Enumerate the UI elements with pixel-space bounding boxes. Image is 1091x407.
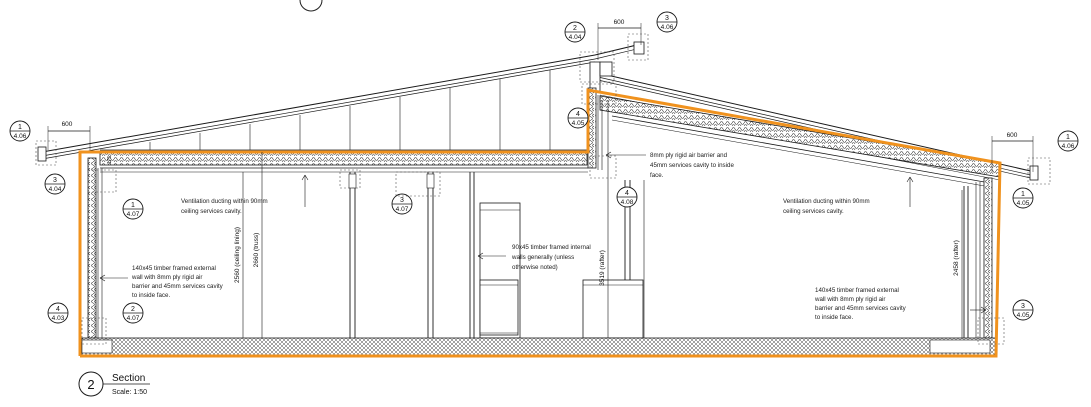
detail-tag: 14.06 bbox=[1057, 130, 1079, 152]
detail-tag-sheet: 4.05 bbox=[572, 120, 585, 127]
note-int-walls-2: walls generally (unless bbox=[511, 254, 574, 261]
note-ext-wall-left-4: to inside face. bbox=[132, 292, 170, 299]
dim-rafter-right-text: 2458 (rafter) bbox=[953, 240, 960, 276]
left-external-wall bbox=[87, 157, 97, 339]
note-ext-wall-right-4: to inside face. bbox=[815, 314, 853, 321]
detail-tag-number: 2 bbox=[573, 25, 577, 32]
section-title: Section bbox=[112, 373, 145, 384]
detail-tag-sheet: 4.06 bbox=[14, 133, 27, 140]
cropped-marker bbox=[299, 0, 323, 12]
detail-tag-number: 4 bbox=[56, 306, 60, 313]
detail-tag-sheet: 4.03 bbox=[52, 315, 65, 322]
section-title-block: 2 Section Scale: 1:50 bbox=[78, 371, 150, 397]
detail-tag-number: 1 bbox=[1066, 134, 1070, 141]
dimension-truss: 2660 (truss) bbox=[253, 152, 263, 338]
right-external-wall bbox=[983, 177, 993, 339]
detail-tag: 34.04 bbox=[44, 173, 66, 195]
detail-tag-sheet: 4.08 bbox=[621, 199, 634, 206]
note-ext-wall-right-1: 140x45 timber framed external bbox=[815, 287, 899, 294]
detail-tag: 34.07 bbox=[391, 193, 413, 215]
detail-tag-sheet: 4.05 bbox=[1017, 312, 1030, 319]
detail-tag-number: 3 bbox=[400, 197, 404, 204]
detail-tag: 34.06 bbox=[656, 11, 678, 33]
note-int-walls-3: otherwise noted) bbox=[512, 264, 558, 271]
dim-truss-text: 2660 (truss) bbox=[253, 233, 260, 268]
dim-left-eave-text: 600 bbox=[62, 121, 73, 128]
detail-tags: 14.0634.0414.0724.0744.0334.0724.0434.06… bbox=[9, 11, 1079, 324]
detail-tag-number: 2 bbox=[131, 306, 135, 313]
dim-small-mark: 175 bbox=[107, 156, 113, 165]
dim-ridge-eave-text: 600 bbox=[614, 19, 625, 26]
detail-tag-number: 1 bbox=[18, 124, 22, 131]
note-ext-wall-left-3: barrier and 45mm services cavity bbox=[132, 283, 224, 290]
note-vent-left-1: Ventilation ducting within 90mm bbox=[181, 198, 268, 205]
note-int-walls-1: 90x45 timber framed internal bbox=[512, 244, 591, 251]
dimension-ceiling-lining: 2560 (ceiling lining) bbox=[234, 172, 244, 338]
dimension-rafter-right: 2458 (rafter) bbox=[953, 190, 963, 338]
note-ext-wall-right-2: wall with 8mm ply rigid air bbox=[814, 296, 886, 303]
detail-tag-sheet: 4.06 bbox=[1062, 143, 1075, 150]
detail-tag: 14.06 bbox=[9, 120, 31, 142]
dim-right-eave-text: 600 bbox=[1007, 132, 1018, 139]
note-ext-wall-left-2: wall with 8mm ply rigid air bbox=[131, 274, 203, 281]
dim-ceiling-lining-text: 2560 (ceiling lining) bbox=[234, 227, 241, 283]
detail-tag-sheet: 4.04 bbox=[49, 186, 62, 193]
detail-reference-boxes bbox=[35, 33, 1051, 345]
detail-tag: 34.05 bbox=[1012, 299, 1034, 321]
section-number: 2 bbox=[87, 377, 94, 392]
detail-tag-number: 4 bbox=[625, 190, 629, 197]
note-air-barrier-1: 8mm ply rigid air barrier and bbox=[650, 152, 728, 159]
detail-tag-number: 3 bbox=[1021, 303, 1025, 310]
dimension-rafter-mid: 3519 (rafter) bbox=[599, 100, 609, 338]
detail-tag-number: 3 bbox=[53, 177, 57, 184]
detail-tag-sheet: 4.06 bbox=[661, 24, 674, 31]
leader-lines bbox=[99, 151, 987, 314]
detail-tag-number: 1 bbox=[1021, 191, 1025, 198]
dim-rafter-mid-text: 3519 (rafter) bbox=[599, 250, 606, 286]
note-air-barrier-3: face. bbox=[650, 172, 664, 179]
note-vent-right-2: ceiling services cavity. bbox=[783, 208, 844, 215]
detail-tag-number: 4 bbox=[576, 111, 580, 118]
detail-tag: 44.08 bbox=[616, 186, 638, 208]
detail-tag: 14.05 bbox=[1012, 187, 1034, 209]
note-ext-wall-right-3: barrier and 45mm services cavity bbox=[815, 305, 907, 312]
section-scale: Scale: 1:50 bbox=[112, 389, 147, 396]
note-vent-left-2: ceiling services cavity. bbox=[181, 208, 242, 215]
dimension-right-eave: 600 bbox=[991, 132, 1034, 172]
detail-tag-sheet: 4.07 bbox=[396, 206, 409, 213]
note-vent-right-1: Ventilation ducting within 90mm bbox=[783, 198, 870, 205]
detail-tag-sheet: 4.04 bbox=[569, 34, 582, 41]
note-air-barrier-2: 45mm services cavity to inside bbox=[650, 162, 734, 169]
detail-tag-number: 3 bbox=[665, 15, 669, 22]
detail-tag-sheet: 4.07 bbox=[127, 315, 140, 322]
detail-tag: 14.07 bbox=[122, 198, 144, 220]
detail-tag: 44.03 bbox=[47, 302, 69, 324]
air-barrier-line bbox=[78, 88, 1002, 358]
detail-tag-number: 1 bbox=[131, 202, 135, 209]
detail-tag-sheet: 4.07 bbox=[127, 211, 140, 218]
joinery bbox=[479, 202, 644, 339]
floor-slab bbox=[81, 337, 997, 356]
detail-tag: 24.04 bbox=[564, 21, 586, 43]
internal-walls bbox=[348, 172, 969, 338]
dimension-left-eave: 600 bbox=[47, 121, 91, 150]
detail-tag: 24.07 bbox=[122, 302, 144, 324]
left-roof bbox=[37, 54, 596, 173]
detail-tag: 44.05 bbox=[567, 107, 589, 129]
detail-tag-sheet: 4.05 bbox=[1017, 200, 1030, 207]
note-ext-wall-left-1: 140x45 timber framed external bbox=[132, 265, 216, 272]
